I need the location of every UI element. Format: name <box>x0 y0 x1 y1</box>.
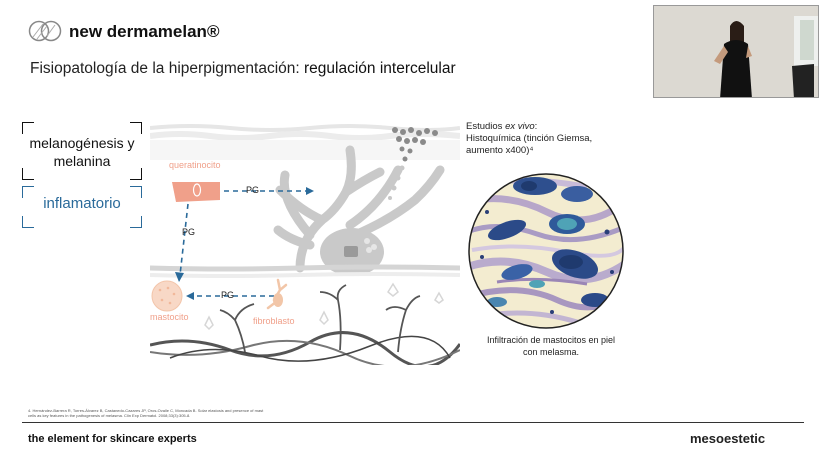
mastocito-label: mastocito <box>150 312 189 322</box>
inflamatorio-label: inflamatorio <box>43 195 121 212</box>
presenter-silhouette-icon <box>654 6 818 97</box>
footer-brand: mesoestetic <box>690 431 766 446</box>
melanogenesis-line2: melanina <box>53 153 111 169</box>
fibroblasto-label: fibroblasto <box>253 316 295 326</box>
melanogenesis-box: melanogénesis y melanina <box>22 122 142 180</box>
skin-layers-illustration <box>149 124 462 369</box>
melanogenesis-line1: melanogénesis y <box>29 135 135 151</box>
reference-footnote: 4. Hernández-Barrera R, Torres-Álvarez B… <box>28 408 264 418</box>
study-title-suffix: : <box>534 121 538 132</box>
subtitle-emphasis: regulación intercelular <box>304 60 456 77</box>
study-title-italic: ex vivo <box>505 121 535 132</box>
pg-label-bottom: PG <box>221 290 235 300</box>
melanogenesis-label: melanogénesis y melanina <box>22 134 142 170</box>
footer-divider <box>22 422 804 423</box>
caption-line2: con melasma. <box>522 347 580 357</box>
brand-title: new dermamelan® <box>69 22 220 41</box>
study-title-prefix: Estudios <box>466 121 506 132</box>
presenter-video[interactable] <box>653 5 819 98</box>
pg-label-vertical: PG <box>182 227 196 237</box>
skin-diagram: queratinocito PG PG PG mastocito fibrobl… <box>149 120 462 369</box>
footer-tagline: the element for skincare experts <box>28 433 197 445</box>
micrograph-caption: Infiltración de mastocitos en piel con m… <box>466 334 636 358</box>
study-line2: Histoquímica (tinción Giemsa, <box>466 133 593 144</box>
subtitle-prefix: Fisiopatología de la hiperpigmentación: <box>30 60 305 77</box>
study-title: Estudios ex vivo: <box>466 121 592 133</box>
histology-micrograph <box>468 173 624 329</box>
study-description: Estudios ex vivo: Histoquímica (tinción … <box>466 121 592 157</box>
slide-subtitle: Fisiopatología de la hiperpigmentación: … <box>30 60 456 78</box>
queratinocito-label: queratinocito <box>169 160 221 170</box>
inflamatorio-box: inflamatorio <box>22 186 142 228</box>
caption-line1: Infiltración de mastocitos en piel <box>486 335 616 345</box>
dermamelan-logo-icon <box>28 20 62 42</box>
pg-label-horizontal: PG <box>246 185 260 195</box>
study-line3: aumento x400)⁴ <box>466 145 534 156</box>
